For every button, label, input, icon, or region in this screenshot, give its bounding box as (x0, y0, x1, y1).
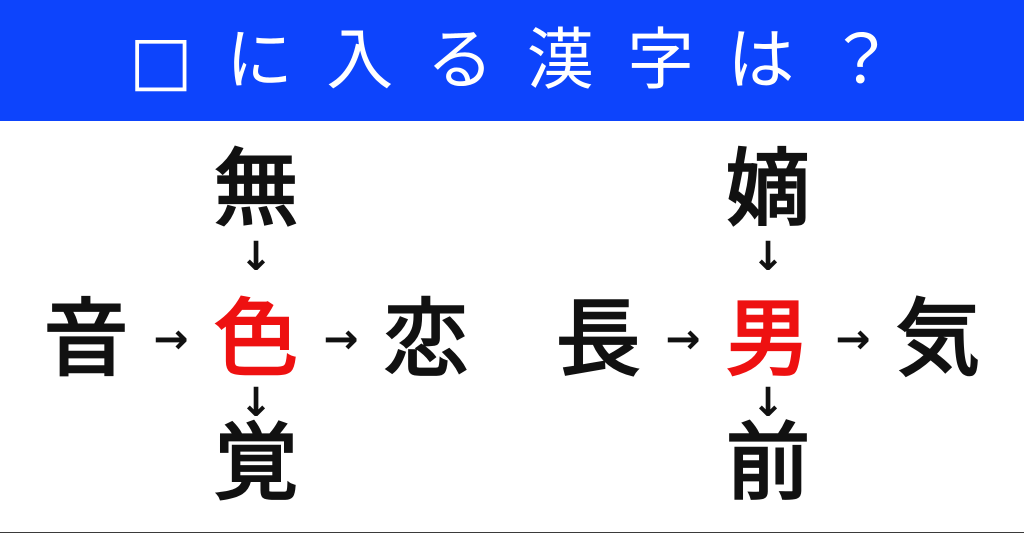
puzzle-left-left-kanji: 音 (43, 290, 128, 388)
arrow-down-icon: ↓ (751, 380, 785, 426)
puzzle-left-bottom-kanji: 覚 (213, 414, 298, 512)
puzzle-left-right-kanji: 恋 (383, 290, 468, 388)
puzzle-right-top-kanji: 嫡 (725, 140, 810, 238)
kanji-cross-puzzle-right: 嫡 ↓ 長 → 男 → 気 ↓ 前 (538, 121, 998, 521)
puzzle-right-answer-kanji: 男 (725, 290, 810, 388)
puzzle-right-bottom-arrow-wrap: ↓ (538, 383, 998, 423)
puzzle-left-middle-row: 音 → 色 → 恋 (26, 287, 486, 391)
puzzle-right-top-row: 嫡 (538, 141, 998, 237)
puzzle-right-left-kanji: 長 (555, 290, 640, 388)
header-banner: □ に 入 る 漢 字 は ？ (0, 0, 1024, 121)
page-title: □ に 入 る 漢 字 は ？ (129, 21, 901, 99)
puzzle-left-bottom-row: 覚 (26, 413, 486, 513)
puzzle-left-top-arrow-wrap: ↓ (26, 237, 486, 287)
puzzle-right-right-kanji: 気 (895, 290, 980, 388)
puzzle-left-top-row: 無 (26, 141, 486, 237)
puzzle-right-bottom-kanji: 前 (725, 414, 810, 512)
puzzle-left-bottom-arrow-wrap: ↓ (26, 383, 486, 423)
arrow-right-icon: → (153, 314, 189, 363)
puzzle-left-top-kanji: 無 (213, 140, 298, 238)
arrow-right-icon: → (835, 314, 871, 363)
arrow-down-icon: ↓ (239, 234, 273, 280)
arrow-down-icon: ↓ (751, 234, 785, 280)
kanji-cross-puzzle-left: 無 ↓ 音 → 色 → 恋 ↓ 覚 (26, 121, 486, 521)
puzzle-right-bottom-row: 前 (538, 413, 998, 513)
arrow-right-icon: → (323, 314, 359, 363)
puzzle-right-top-arrow-wrap: ↓ (538, 237, 998, 287)
footer-divider (0, 532, 1024, 533)
puzzle-right-middle-row: 長 → 男 → 気 (538, 287, 998, 391)
arrow-down-icon: ↓ (239, 380, 273, 426)
arrow-right-icon: → (665, 314, 701, 363)
puzzle-left-answer-kanji: 色 (213, 290, 298, 388)
puzzle-area: 無 ↓ 音 → 色 → 恋 ↓ 覚 嫡 (0, 121, 1024, 532)
